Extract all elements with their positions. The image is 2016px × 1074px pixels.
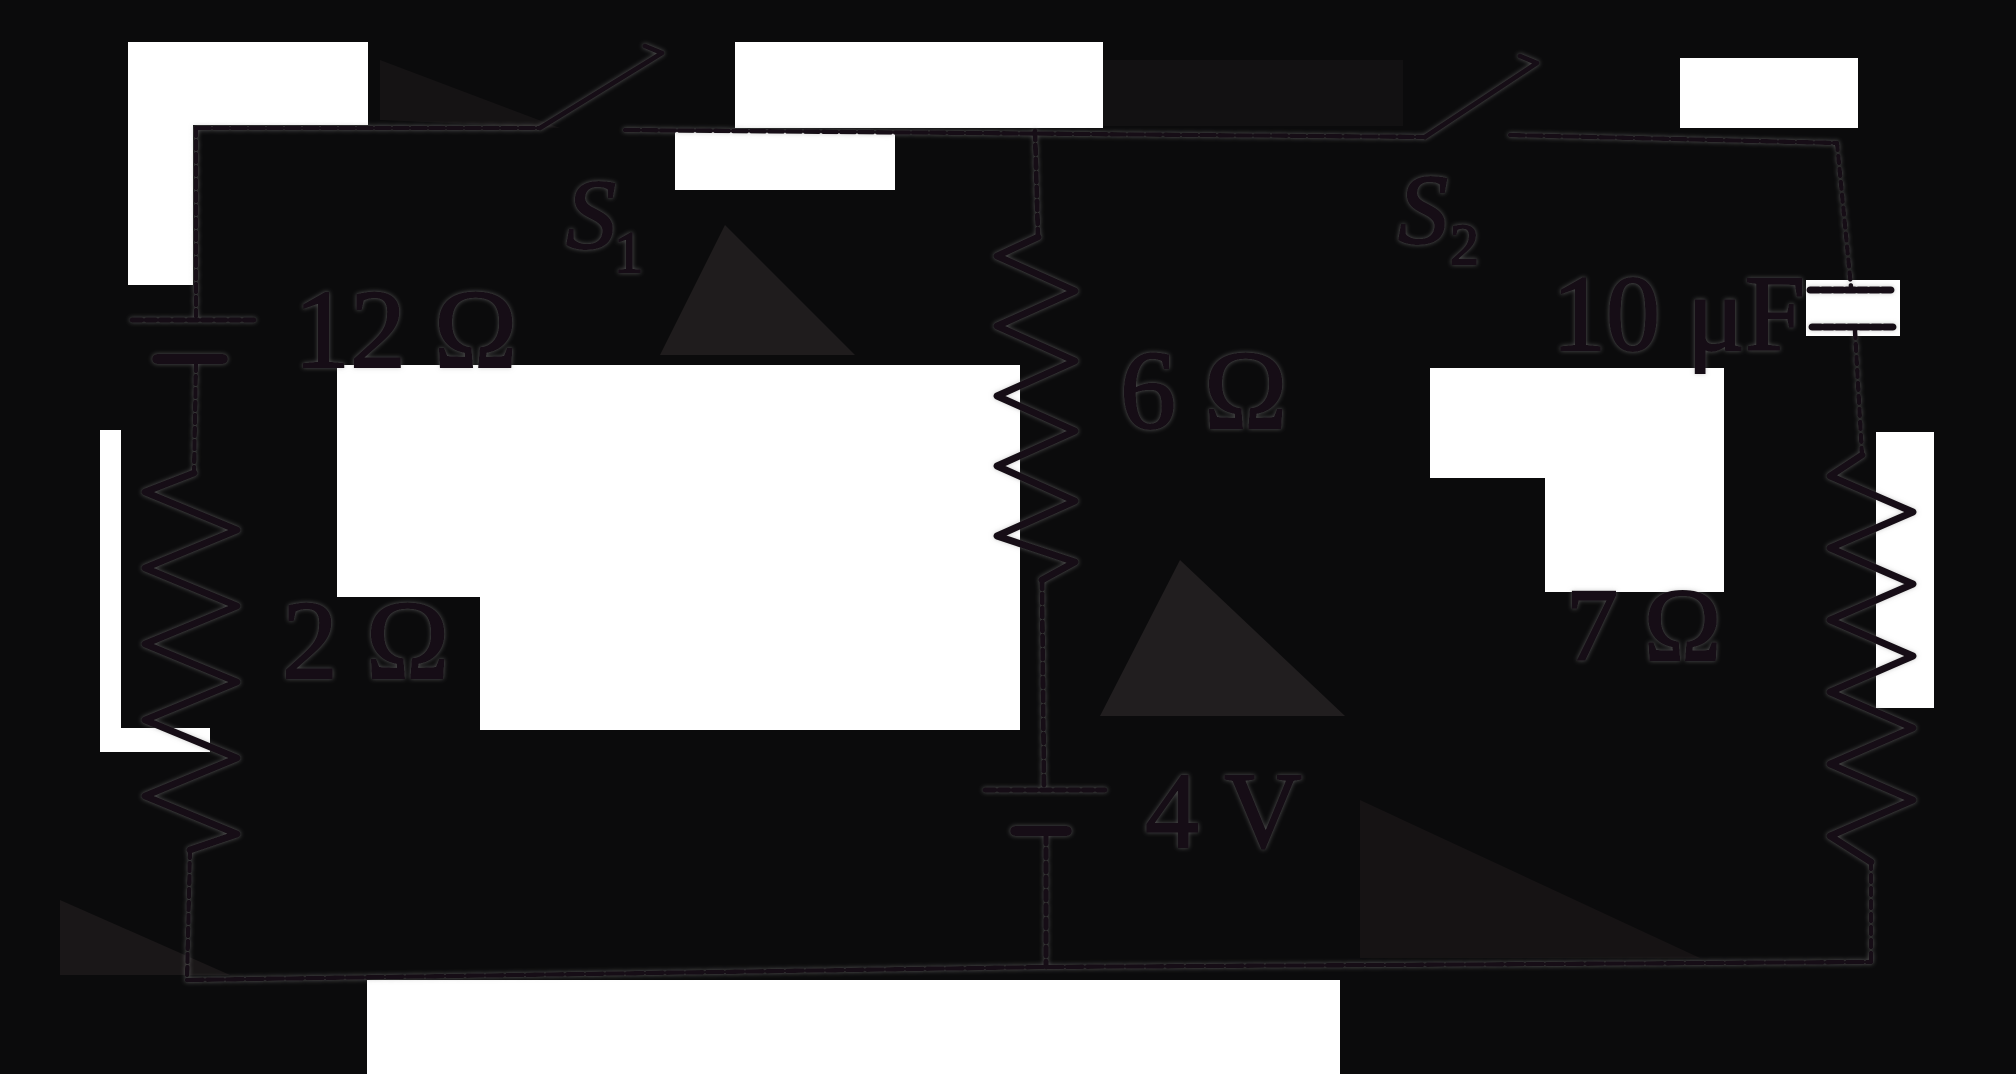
paper-patch xyxy=(128,125,193,285)
scan-shadow xyxy=(1103,60,1403,126)
scan-shadow xyxy=(660,225,855,355)
label-7-ohm: 7 Ω xyxy=(1566,568,1721,683)
wire-left-mid xyxy=(191,360,199,476)
paper-patch xyxy=(735,42,1103,128)
scan-shadow xyxy=(380,60,560,128)
paper-patch xyxy=(1680,58,1858,128)
wire-middle-upper xyxy=(1032,128,1041,240)
paper-patch xyxy=(1430,368,1724,592)
scan-shadow xyxy=(1360,800,1700,958)
label-6-ohm: 6 Ω xyxy=(1120,329,1287,453)
label-switch-s1-sub: 1 xyxy=(614,220,643,285)
wire-left-lower xyxy=(184,847,193,983)
paper-patch xyxy=(128,42,368,125)
paper-patch xyxy=(100,430,121,745)
wire-top-middle xyxy=(622,127,1428,140)
paper-patch xyxy=(675,132,895,190)
label-switch-s2: S xyxy=(1398,154,1448,265)
label-4-volt: 4 V xyxy=(1145,752,1302,871)
wire-right-mid xyxy=(1852,328,1865,458)
resistor-7ohm-zigzag xyxy=(1826,451,1917,866)
switch-s2-blade xyxy=(1422,53,1540,140)
label-2-ohm: 2 Ω xyxy=(282,579,449,703)
label-10-microfarad: 10 μF xyxy=(1552,255,1805,374)
label-12-ohm: 12 Ω xyxy=(294,268,517,392)
resistor-2ohm-zigzag xyxy=(141,469,241,854)
wire-top-right xyxy=(1507,132,1840,146)
wire-middle-mid xyxy=(1039,577,1047,790)
paper-patch xyxy=(367,980,1340,1074)
wire-right-upper xyxy=(1834,140,1854,290)
label-switch-s1: S xyxy=(566,159,616,270)
switch-s1-blade xyxy=(537,43,665,131)
scan-shadow xyxy=(1100,560,1345,716)
resistor-6ohm-zigzag xyxy=(993,233,1079,584)
label-switch-s2-sub: 2 xyxy=(1450,212,1479,277)
circuit-ink xyxy=(129,43,1917,983)
labels: S 1 S 2 12 Ω 2 Ω 6 Ω 4 V 10 μF 7 Ω xyxy=(281,153,1806,872)
paper-patch xyxy=(337,365,1020,730)
